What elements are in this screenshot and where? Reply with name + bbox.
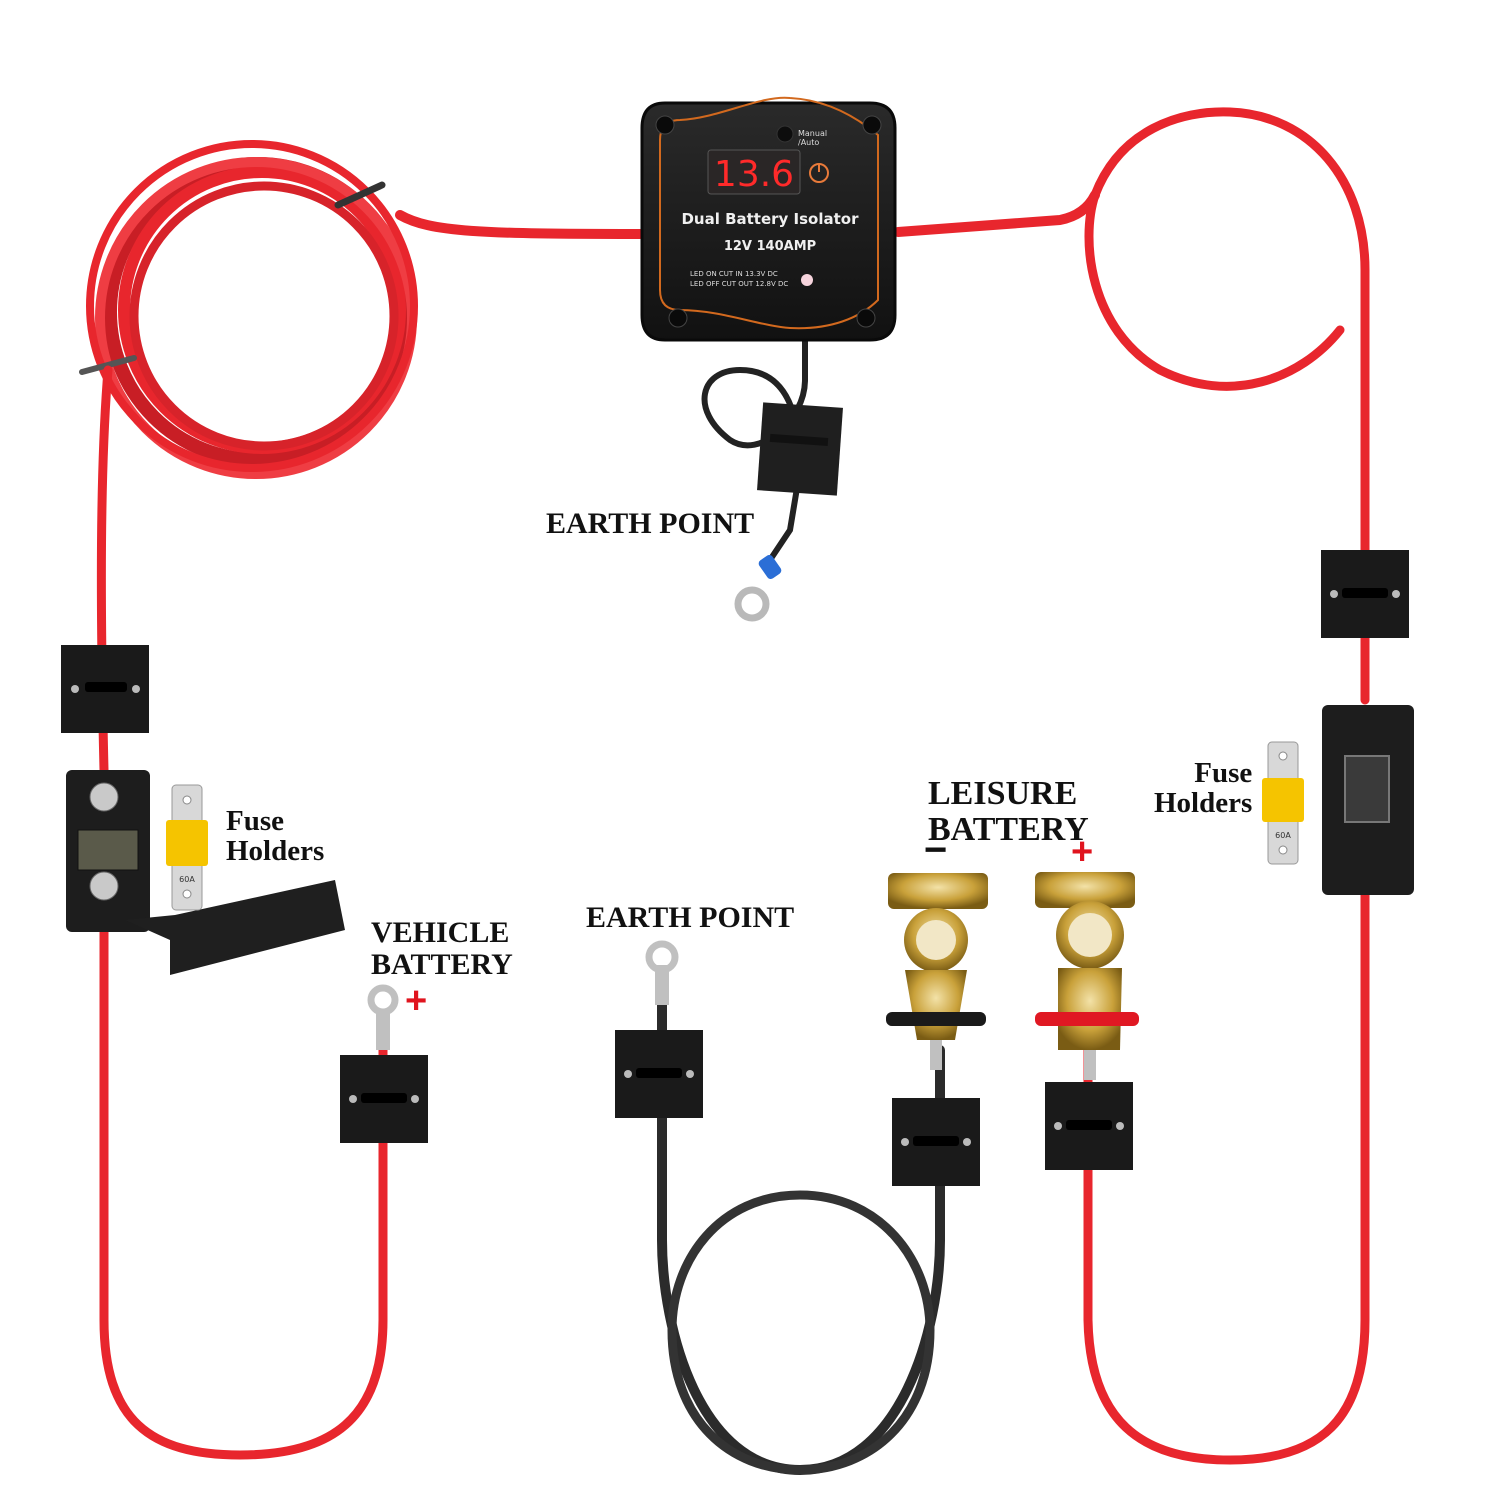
voltage-display — [707, 149, 801, 195]
cable-clip-icon — [1045, 1082, 1133, 1170]
earth-point-terminal — [645, 940, 679, 1005]
earth-point-label-bottom: EARTH POINT — [586, 901, 795, 934]
bolt-icon — [89, 871, 119, 901]
left-coil — [79, 140, 418, 479]
status-led-icon — [801, 274, 813, 286]
cable-to-leisure-positive — [1083, 890, 1370, 1465]
cable-clip-icon — [1321, 550, 1409, 638]
ring-terminal-icon — [734, 586, 770, 622]
fuse-holders-label-right: Fuse Holders — [1154, 757, 1253, 820]
bolt-icon — [89, 782, 119, 812]
isolator-earth-clip — [734, 402, 843, 622]
vehicle-battery-label: VEHICLE BATTERY — [371, 916, 513, 981]
left-fuse-holder: 60A — [66, 770, 345, 975]
cable-clip-icon — [340, 1055, 428, 1143]
led-note-2: LED OFF CUT OUT 12.8V DC — [690, 280, 788, 288]
isolator-rating: 12V 140AMP — [724, 239, 816, 254]
leisure-negative-clamp — [886, 873, 988, 1070]
ring-terminal-icon — [645, 940, 679, 974]
right-loop — [1090, 107, 1370, 705]
leisure-negative-sign: − — [924, 828, 948, 872]
voltage-readout: 13.6 — [714, 154, 794, 195]
mounting-hole-icon — [856, 308, 876, 328]
positive-cable-runs — [79, 107, 1370, 1465]
right-fuse-holder: 60A — [1262, 705, 1414, 895]
mounting-hole-icon — [862, 115, 882, 135]
isolator-title: Dual Battery Isolator — [681, 210, 859, 228]
leisure-battery-label: LEISURE BATTERY — [928, 775, 1089, 848]
dual-battery-isolator: 13.6 Manual/Auto Dual Battery Isolator 1… — [640, 96, 897, 342]
leisure-positive-sign: + — [1071, 831, 1094, 873]
cable-clip-icon — [892, 1098, 980, 1186]
cable-isolator-right — [893, 190, 1100, 237]
fuse-cover — [125, 880, 345, 975]
cable-clip-icon — [615, 1030, 703, 1118]
mounting-hole-icon — [655, 115, 675, 135]
vehicle-battery-terminal — [367, 984, 399, 1050]
manual-auto-caption: Manual/Auto — [798, 129, 827, 147]
cable-clips — [61, 550, 1409, 1186]
cable-clip-icon — [61, 645, 149, 733]
right-fuse-rating: 60A — [1275, 831, 1291, 840]
led-note-1: LED ON CUT IN 13.3V DC — [690, 270, 778, 278]
manual-auto-button[interactable] — [776, 125, 794, 143]
leisure-positive-clamp — [1035, 872, 1139, 1080]
cable-coil-to-isolator — [395, 210, 645, 239]
earth-point-label-top: EARTH POINT — [546, 507, 755, 540]
left-fuse-rating: 60A — [179, 875, 195, 884]
cable-to-vehicle-battery — [99, 925, 388, 1460]
mounting-hole-icon — [668, 308, 688, 328]
fuse-holders-label-left: Fuse Holders — [226, 805, 325, 868]
vehicle-positive-sign: + — [405, 980, 428, 1022]
ring-terminal-icon — [367, 984, 399, 1016]
